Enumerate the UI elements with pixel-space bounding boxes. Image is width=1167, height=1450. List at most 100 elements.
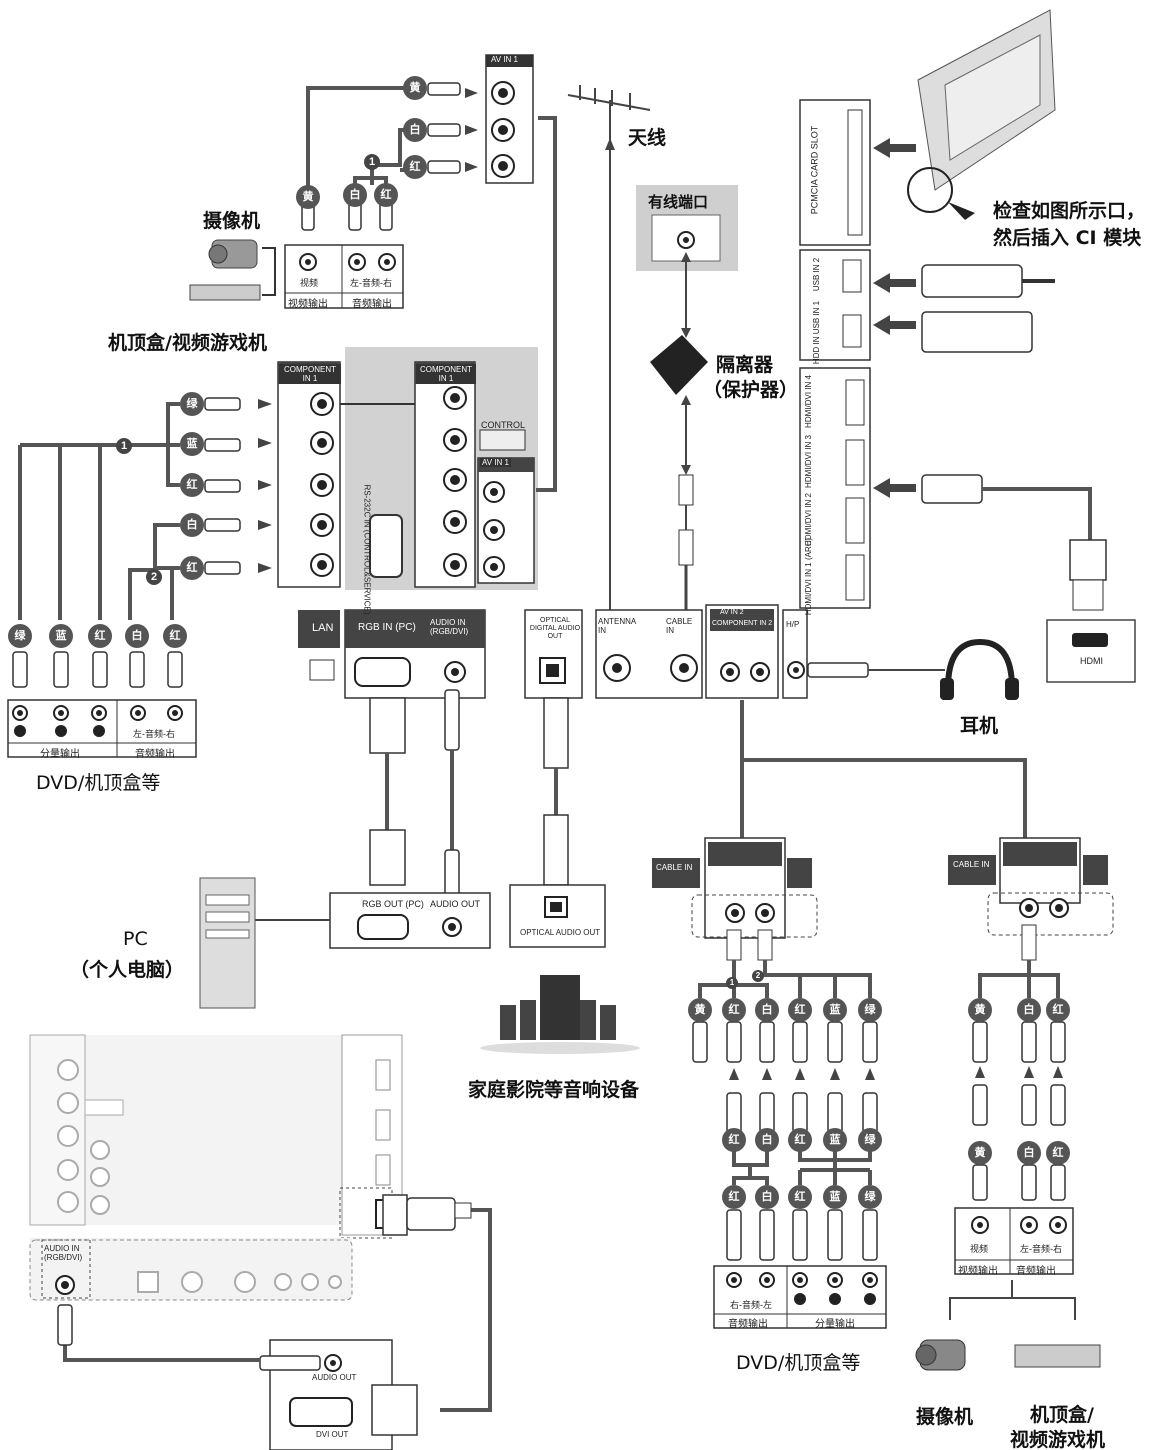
home-theater-label: 家庭影院等音响设备: [468, 1079, 640, 1101]
cable-in-label: CABLE IN: [666, 617, 693, 635]
left-component-out-cn: 分量输出: [40, 749, 80, 760]
step-2-left: 2: [146, 569, 162, 585]
cable-in-lower-label: CABLE IN: [656, 863, 693, 872]
camcorder-bottom-label: 摄像机: [916, 1406, 974, 1428]
dvi-out-label: DVI OUT: [316, 1430, 349, 1439]
jack-yellow-cam: 黄: [296, 185, 320, 209]
jack-white-top: 白: [403, 118, 427, 142]
antenna-label: 天线: [628, 127, 667, 149]
jack-red-left-2: 红: [163, 624, 187, 648]
jack-white-cam: 白: [343, 183, 367, 207]
jack-white-right: 白: [1017, 998, 1041, 1022]
jack-red-mid-comp-2: 红: [788, 1128, 812, 1152]
audio-out-dvi-label: AUDIO OUT: [312, 1373, 357, 1382]
jack-red-mid-3: 红: [722, 1185, 746, 1209]
hdmi-device-label: HDMI: [1080, 656, 1103, 666]
check-ci-label-2: 然后插入 CI 模块: [993, 227, 1142, 249]
rgb-out-label: RGB OUT (PC): [362, 899, 424, 909]
left-lr-cn: 左-音频-右: [133, 729, 175, 739]
jack-yellow-mid: 黄: [688, 998, 712, 1022]
left-audio-out-cn: 音频输出: [135, 749, 175, 760]
jack-blue-mid-2: 蓝: [823, 1128, 847, 1152]
jack-red-top: 红: [403, 155, 427, 179]
splitter-label: 隔离器: [716, 354, 774, 376]
right-video-cn: 视频: [970, 1244, 989, 1254]
jack-yellow-right-2: 黄: [968, 1141, 992, 1165]
pcmcia-label: PCMCIA CARD SLOT: [809, 125, 820, 215]
right-audio-out-cn: 音频输出: [1016, 1266, 1056, 1277]
jack-red-mid-comp: 红: [788, 998, 812, 1022]
optical-out-label: OPTICAL DIGITAL AUDIO OUT: [529, 617, 581, 640]
headphone-label: 耳机: [960, 715, 999, 737]
jack-white-mid-3: 白: [755, 1185, 779, 1209]
stb-bottom-label-2: 视频游戏机: [1010, 1429, 1106, 1450]
pc-label-1: PC: [123, 928, 148, 950]
optical-audio-out-label: OPTICAL AUDIO OUT: [520, 928, 601, 937]
jack-red-comp: 红: [180, 473, 204, 497]
protector-label: （保护器）: [703, 379, 799, 401]
jack-red-right: 红: [1046, 998, 1070, 1022]
rgb-in-label: RGB IN (PC): [358, 622, 416, 633]
dvd-bottom-label: DVD/机顶盒等: [736, 1352, 861, 1374]
jack-white-left: 白: [125, 624, 149, 648]
av-in1-small-label: AV IN 1: [480, 458, 511, 467]
hdmi3-label: HDMI/DVI IN 3: [803, 435, 813, 488]
jack-white-mid: 白: [755, 998, 779, 1022]
jack-green-mid-3: 绿: [858, 1185, 882, 1209]
audio-out-pc-label: AUDIO OUT: [430, 899, 481, 909]
audio-in-cutaway-label: AUDIO IN (RGB/DVI): [44, 1244, 83, 1262]
jack-red-left: 红: [88, 624, 112, 648]
right-video-out-cn: 视频输出: [958, 1266, 998, 1277]
jack-blue-mid: 蓝: [823, 998, 847, 1022]
hp-label: H/P: [786, 620, 800, 629]
step-1-top: 1: [364, 154, 380, 170]
jack-blue-comp: 蓝: [180, 432, 204, 456]
component-in1-right-label: COMPONENT IN 1: [416, 364, 476, 384]
control-label: CONTROL: [481, 420, 526, 430]
top-video-cn: 视频: [300, 278, 319, 288]
component-in2-label: COMPONENT IN 2: [712, 620, 773, 627]
top-lr-cn: 左-音频-右: [350, 278, 392, 288]
component-in1-left-label: COMPONENT IN 1: [279, 364, 341, 384]
cable-in-lower-right-label: CABLE IN: [953, 860, 990, 869]
right-lr-cn: 左-音频-右: [1020, 1244, 1062, 1254]
jack-blue-mid-3: 蓝: [823, 1185, 847, 1209]
mid-rl-cn: 右-音频-左: [730, 1300, 772, 1310]
jack-red-mid-comp-3: 红: [788, 1185, 812, 1209]
hdmi4-label: HDMI/DVI IN 4: [803, 375, 813, 428]
jack-green-left: 绿: [8, 624, 32, 648]
jack-red-audio: 红: [180, 556, 204, 580]
mid-audio-out-cn: 音频输出: [728, 1319, 768, 1330]
jack-green-mid-2: 绿: [858, 1128, 882, 1152]
stb-bottom-label-1: 机顶盒/: [1030, 1404, 1094, 1426]
av-in2-label: AV IN 2: [720, 609, 744, 616]
cable-port-label: 有线端口: [648, 193, 709, 211]
jack-white-mid-2: 白: [755, 1128, 779, 1152]
jack-white-audio: 白: [180, 513, 204, 537]
usb2-label: USB IN 2: [812, 257, 822, 292]
jack-red-right-2: 红: [1046, 1141, 1070, 1165]
jack-yellow-right: 黄: [968, 998, 992, 1022]
audio-in-label: AUDIO IN (RGB/DVI): [430, 618, 469, 636]
jack-yellow-top: 黄: [403, 76, 427, 100]
step-2-mid: 2: [752, 970, 764, 982]
pc-label-2: （个人电脑）: [70, 959, 185, 981]
jack-green-mid: 绿: [858, 998, 882, 1022]
jack-red-mid-2: 红: [722, 1128, 746, 1152]
camcorder-top-label: 摄像机: [203, 210, 261, 232]
stb-game-top-label: 机顶盒/视频游戏机: [108, 332, 267, 354]
top-audio-out-cn: 音频输出: [352, 299, 392, 310]
jack-red-cam: 红: [374, 183, 398, 207]
step-1-mid: 1: [726, 977, 738, 989]
top-video-out-cn: 视频输出: [288, 299, 328, 310]
hdmi1-label: HDMI/DVI IN 1 (ARC): [804, 537, 814, 616]
jack-red-mid: 红: [722, 998, 746, 1022]
mid-component-out-cn: 分量输出: [815, 1319, 855, 1330]
check-ci-label-1: 检查如图所示口，: [993, 200, 1146, 222]
usb1-label: HDD IN USB IN 1: [812, 300, 822, 365]
lan-label: LAN: [312, 622, 334, 634]
jack-white-right-2: 白: [1017, 1141, 1041, 1165]
jack-green-comp: 绿: [180, 392, 204, 416]
